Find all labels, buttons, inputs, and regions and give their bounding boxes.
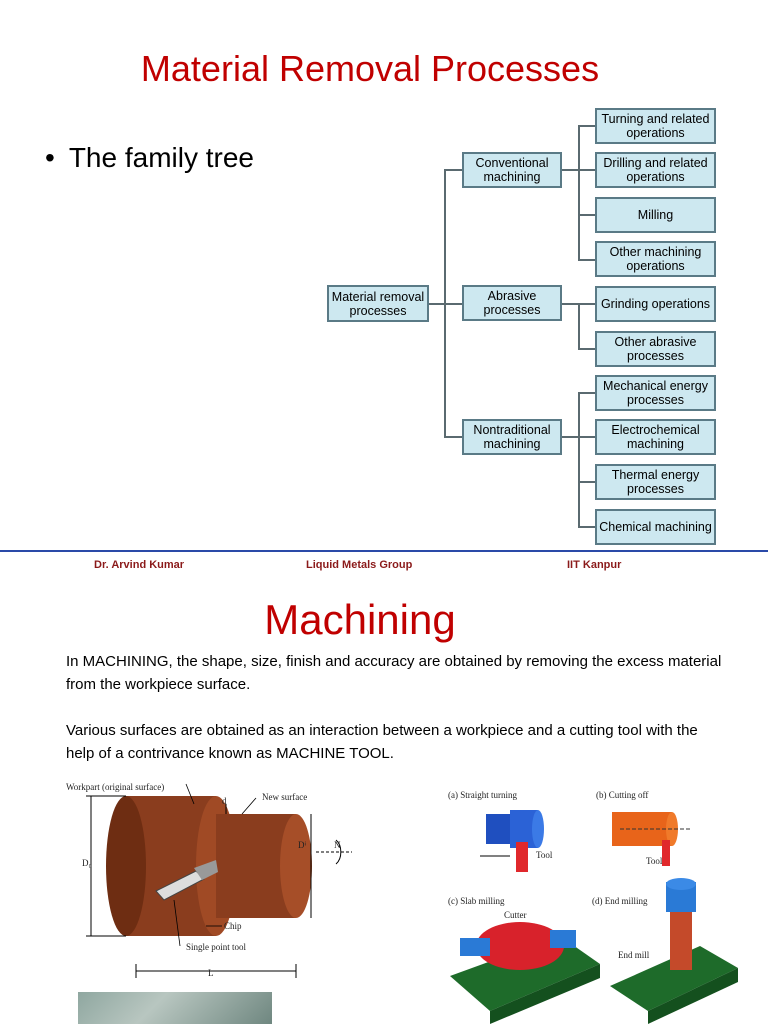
machining-photo: [78, 992, 272, 1024]
tree-connector: [444, 303, 462, 305]
label-l: L: [208, 968, 214, 978]
footer-group: Liquid Metals Group: [306, 559, 413, 571]
tree-leaf-box: Thermal energy processes: [595, 464, 716, 500]
tree-connector: [578, 125, 580, 260]
label-straight-turning: (a) Straight turning: [448, 790, 517, 800]
footer-institute: IIT Kanpur: [567, 559, 622, 571]
label-d0: D₀: [82, 858, 92, 868]
tree-branch-box: Nontraditional machining: [462, 419, 562, 455]
tree-connector: [578, 436, 596, 438]
tree-connector: [562, 303, 580, 305]
turning-workpiece-illustration: [86, 783, 352, 978]
label-workpart: Workpart (original surface): [66, 782, 165, 792]
tree-leaf-box: Other machining operations: [595, 241, 716, 277]
paragraph-machine-tool: Various surfaces are obtained as an inte…: [66, 722, 698, 762]
tree-root-box: Material removal processes: [327, 285, 429, 322]
tree-leaf-box: Chemical machining: [595, 509, 716, 545]
label-end-mill: End mill: [618, 950, 650, 960]
paragraph-machining-definition: In MACHINING, the shape, size, finish an…: [66, 653, 722, 693]
tree-connector: [578, 303, 580, 349]
tree-leaf-box: Turning and related operations: [595, 108, 716, 144]
bullet-item: • The family tree: [45, 142, 254, 174]
label-new-surface: New surface: [262, 792, 308, 802]
machining-operations-figure: (a) Straight turning (b) Cutting off Too…: [440, 786, 740, 1024]
slide-divider: [0, 550, 768, 552]
tree-connector: [444, 436, 462, 438]
label-depth: d: [222, 796, 227, 806]
tree-leaf-box: Other abrasive processes: [595, 331, 716, 367]
tree-connector: [578, 392, 596, 394]
tree-connector: [578, 169, 596, 171]
label-chip: Chip: [224, 921, 242, 931]
footer-author: Dr. Arvind Kumar: [94, 559, 185, 571]
tree-connector: [562, 169, 580, 171]
tree-connector: [578, 526, 596, 528]
label-single-point-tool: Single point tool: [186, 942, 247, 952]
tree-connector: [578, 214, 596, 216]
tree-leaf-box: Drilling and related operations: [595, 152, 716, 188]
slide2-title: Machining: [264, 596, 456, 643]
tree-leaf-box: Milling: [595, 197, 716, 233]
label-end-milling: (d) End milling: [592, 896, 648, 906]
tree-connector: [578, 348, 596, 350]
label-df: Dⁱ: [298, 840, 307, 850]
label-n: N: [334, 840, 341, 850]
label-cutter: Cutter: [504, 910, 527, 920]
tree-branch-box: Conventional machining: [462, 152, 562, 188]
label-cutting-off: (b) Cutting off: [596, 790, 649, 800]
tree-connector: [444, 169, 462, 171]
tree-branch-box: Abrasive processes: [462, 285, 562, 321]
tree-leaf-box: Mechanical energy processes: [595, 375, 716, 411]
tree-leaf-box: Grinding operations: [595, 286, 716, 322]
bullet-dot-icon: •: [45, 142, 55, 173]
tree-connector: [428, 303, 446, 305]
label-tool-b: Tool: [646, 856, 663, 866]
tree-connector: [578, 392, 580, 527]
turning-workpiece-figure: Workpart (original surface) New surface …: [56, 776, 366, 986]
tree-connector: [578, 259, 596, 261]
tree-connector: [562, 436, 580, 438]
slide1-title: Material Removal Processes: [140, 48, 600, 89]
label-slab-milling: (c) Slab milling: [448, 896, 505, 906]
operations-illustration: [450, 810, 738, 1024]
tree-connector: [578, 125, 596, 127]
tree-leaf-box: Electrochemical machining: [595, 419, 716, 455]
tree-connector: [578, 481, 596, 483]
bullet-text: The family tree: [68, 142, 254, 173]
tree-connector: [578, 303, 596, 305]
label-tool-a: Tool: [536, 850, 553, 860]
